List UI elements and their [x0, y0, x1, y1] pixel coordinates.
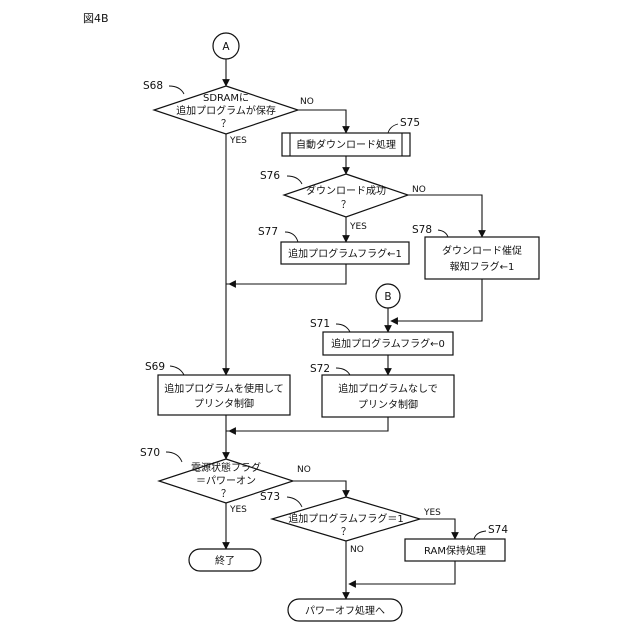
process-s69: 追加プログラムを使用して プリンタ制御	[158, 375, 290, 415]
connector-b: B	[376, 284, 400, 308]
step-label-s68: S68	[143, 80, 163, 92]
svg-text:終了: 終了	[215, 554, 235, 567]
svg-text:プリンタ制御: プリンタ制御	[358, 398, 418, 411]
leader-s75	[388, 124, 398, 133]
svg-text:電源状態フラグ: 電源状態フラグ	[191, 461, 261, 474]
leader-s77	[285, 232, 298, 242]
step-label-s70: S70	[140, 447, 160, 459]
branch-s70-no: NO	[297, 465, 311, 475]
svg-text:B: B	[384, 291, 391, 303]
branch-s73-yes: YES	[423, 508, 441, 518]
branch-s73-no: NO	[350, 545, 364, 555]
branch-s76-yes: YES	[349, 222, 367, 232]
step-label-s78: S78	[412, 224, 432, 236]
svg-text:追加プログラムなしで: 追加プログラムなしで	[338, 382, 437, 395]
leader-s68	[169, 86, 184, 94]
svg-text:？: ？	[221, 119, 231, 130]
svg-text:パワーオフ処理へ: パワーオフ処理へ	[305, 604, 385, 617]
svg-text:追加プログラムフラグ←0: 追加プログラムフラグ←0	[331, 337, 445, 350]
step-label-s74: S74	[488, 524, 508, 536]
figure-label: 図4B	[83, 12, 109, 25]
svg-text:報知フラグ←1: 報知フラグ←1	[450, 260, 515, 273]
svg-text:SDRAMに: SDRAMに	[203, 92, 249, 104]
svg-text:ダウンロード成功: ダウンロード成功	[306, 184, 386, 197]
branch-s68-no: NO	[300, 97, 314, 107]
svg-text:？: ？	[341, 527, 351, 538]
process-s72: 追加プログラムなしで プリンタ制御	[322, 375, 454, 417]
leader-s71	[336, 324, 350, 332]
svg-text:自動ダウンロード処理: 自動ダウンロード処理	[296, 138, 396, 151]
svg-text:追加プログラムが保存: 追加プログラムが保存	[176, 104, 276, 117]
leader-s73	[287, 497, 302, 507]
process-s71: 追加プログラムフラグ←0	[323, 332, 453, 355]
step-label-s76: S76	[260, 170, 280, 182]
svg-text:？: ？	[221, 489, 231, 500]
connector-a: A	[213, 33, 239, 59]
svg-text:プリンタ制御: プリンタ制御	[194, 397, 254, 410]
step-label-s69: S69	[145, 361, 165, 373]
decision-s73: 追加プログラムフラグ＝1 ？	[272, 497, 420, 541]
leader-s72	[336, 368, 350, 375]
decision-s76: ダウンロード成功 ？	[284, 174, 408, 217]
svg-text:？: ？	[341, 200, 351, 211]
process-s74: RAM保持処理	[405, 539, 505, 561]
svg-text:ダウンロード催促: ダウンロード催促	[442, 244, 522, 257]
branch-s70-yes: YES	[229, 505, 247, 515]
terminal-end: 終了	[189, 549, 261, 571]
process-s75: 自動ダウンロード処理	[282, 133, 410, 156]
step-label-s73: S73	[260, 491, 280, 503]
step-label-s75: S75	[400, 117, 420, 129]
leader-s78	[438, 230, 448, 237]
terminal-poweroff: パワーオフ処理へ	[288, 599, 402, 621]
branch-s76-no: NO	[412, 185, 426, 195]
svg-text:RAM保持処理: RAM保持処理	[424, 544, 486, 557]
branch-s68-yes: YES	[229, 136, 247, 146]
process-s77: 追加プログラムフラグ←1	[281, 242, 409, 264]
leader-s74	[474, 531, 486, 539]
step-label-s71: S71	[310, 318, 330, 330]
leader-s76	[287, 176, 302, 184]
step-label-s77: S77	[258, 226, 278, 238]
process-s78: ダウンロード催促 報知フラグ←1	[425, 237, 539, 279]
svg-text:追加プログラムフラグ←1: 追加プログラムフラグ←1	[288, 247, 402, 260]
leader-s69	[170, 366, 184, 375]
step-label-s72: S72	[310, 363, 330, 375]
decision-s68: SDRAMに 追加プログラムが保存 ？	[154, 86, 298, 134]
leader-s70	[166, 452, 182, 462]
svg-text:追加プログラムフラグ＝1: 追加プログラムフラグ＝1	[288, 512, 403, 525]
svg-text:＝パワーオン: ＝パワーオン	[196, 475, 256, 487]
svg-text:追加プログラムを使用して: 追加プログラムを使用して	[164, 382, 283, 395]
svg-text:A: A	[222, 41, 230, 53]
